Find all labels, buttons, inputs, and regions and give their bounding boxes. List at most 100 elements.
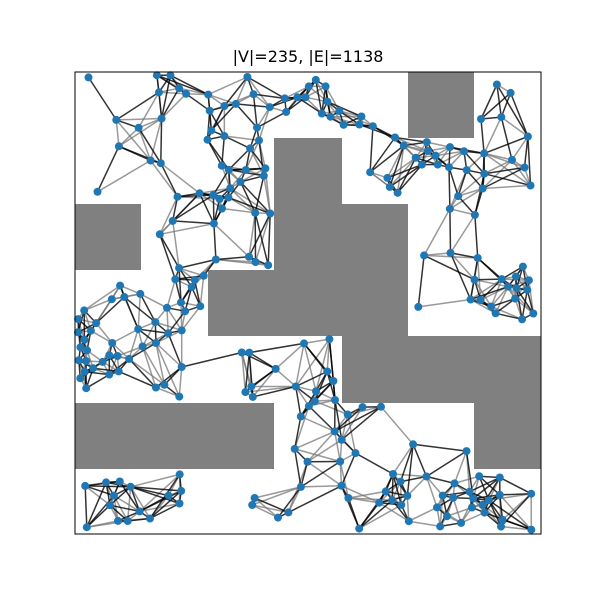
graph-edge	[295, 386, 302, 417]
graph-edge	[240, 175, 264, 183]
graph-edge	[474, 214, 479, 259]
graph-edge	[163, 366, 183, 386]
graph-edge	[423, 208, 451, 256]
graph-node	[414, 302, 423, 311]
obstacle-bottom-left	[75, 403, 274, 469]
graph-node	[76, 343, 85, 352]
graph-edge	[156, 74, 209, 96]
graph-edge	[495, 312, 523, 321]
graph-node	[108, 339, 117, 347]
graph-node	[323, 97, 332, 106]
graph-edge	[480, 118, 485, 154]
graph-node	[310, 397, 319, 406]
graph-node	[249, 90, 258, 99]
graph-edge	[314, 371, 328, 402]
graph-node	[527, 525, 536, 534]
graph-edge	[480, 92, 512, 120]
graph-edge	[399, 444, 414, 482]
graph-edge	[172, 192, 201, 222]
graph-node	[418, 160, 426, 169]
graph-node	[126, 482, 135, 491]
graph-edge	[466, 152, 485, 171]
graph-node	[248, 501, 257, 509]
graph-node	[205, 106, 214, 115]
graph-edge	[449, 208, 452, 253]
graph-edge	[515, 288, 523, 320]
graph-node	[520, 163, 529, 172]
graph-node	[114, 516, 122, 525]
graph-edge	[277, 486, 302, 519]
graph-edge	[463, 150, 485, 175]
graph-node	[477, 115, 485, 123]
graph-edge	[84, 485, 115, 497]
graph-edge	[511, 136, 529, 161]
graph-node	[146, 156, 155, 165]
graph-edge	[275, 342, 305, 370]
graph-node	[301, 93, 310, 102]
graph-node	[523, 285, 532, 294]
graph-node	[480, 149, 489, 158]
graph-edge	[324, 86, 340, 112]
graph-node	[508, 155, 516, 164]
graph-node	[190, 276, 199, 284]
graph-node	[450, 479, 459, 488]
graph-edge	[483, 159, 513, 175]
graph-node	[175, 499, 184, 508]
graph-node	[518, 315, 527, 324]
graph-edge	[117, 345, 143, 357]
graph-edge	[474, 278, 509, 288]
graph-node	[433, 503, 441, 512]
graph-edge	[129, 486, 141, 512]
graph-edge	[306, 430, 336, 463]
graph-edge	[394, 136, 427, 143]
graph-edge	[160, 162, 201, 194]
graph-edge	[181, 351, 242, 368]
graph-node	[468, 503, 476, 512]
graph-edge	[341, 406, 382, 441]
graph-node	[323, 367, 332, 376]
graph-edge	[500, 525, 532, 531]
graph-node	[343, 410, 352, 419]
graph-node	[282, 107, 291, 116]
graph-node	[199, 271, 208, 280]
graph-edge	[175, 275, 204, 281]
graph-node	[423, 147, 432, 155]
graph-edge	[496, 84, 529, 137]
graph-edge	[159, 234, 177, 280]
graph-edge	[212, 169, 230, 196]
graph-edge	[478, 475, 501, 496]
graph-edge	[251, 504, 279, 519]
graph-node	[431, 151, 440, 160]
graph-node	[251, 258, 260, 266]
graph-edge	[166, 279, 177, 309]
graph-edge	[212, 194, 215, 224]
graph-node	[81, 481, 90, 490]
graph-edge	[181, 305, 201, 331]
graph-node	[80, 306, 89, 315]
graph-node	[475, 472, 484, 481]
graph-edge	[215, 256, 250, 261]
graph-edge	[85, 485, 131, 488]
graph-node	[375, 498, 384, 507]
graph-node	[478, 184, 487, 193]
graph-edge	[97, 159, 151, 193]
graph-node	[422, 472, 431, 481]
graph-edge	[448, 166, 459, 197]
graph-node	[89, 364, 98, 373]
graph-edge	[358, 499, 393, 530]
graph-node	[296, 412, 305, 421]
graph-edge	[425, 476, 444, 497]
graph-node	[115, 477, 124, 486]
graph-node	[366, 168, 375, 177]
graph-edge	[412, 444, 428, 477]
graph-edge	[523, 136, 529, 168]
graph-edge	[392, 473, 403, 506]
graph-edge	[480, 278, 503, 301]
graph-edge	[490, 286, 509, 307]
graph-node	[217, 161, 226, 170]
graph-node	[526, 181, 535, 190]
graph-node	[181, 307, 190, 316]
graph-edge	[341, 485, 380, 504]
graph-edge	[149, 160, 179, 198]
graph-node	[337, 435, 346, 444]
